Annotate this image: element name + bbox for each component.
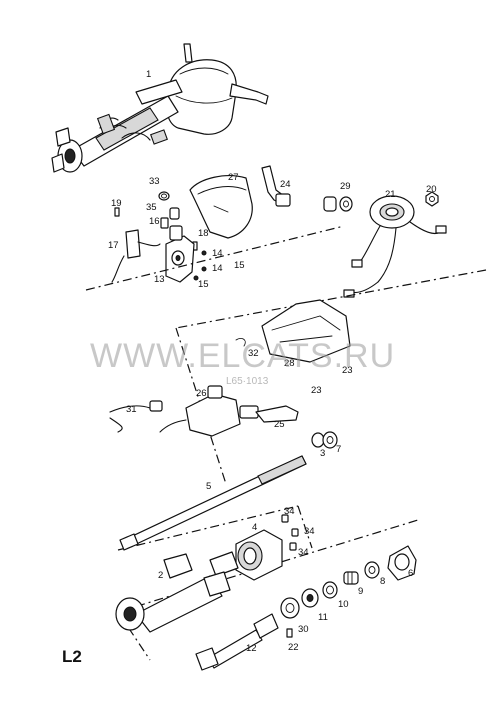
callout-c12: 12 [246, 643, 257, 654]
column-housing[interactable] [235, 514, 299, 581]
watermark-code: L65·1013 [226, 376, 269, 387]
page-code: L2 [62, 647, 82, 666]
universal-joint[interactable] [387, 545, 417, 581]
column-tube[interactable] [115, 551, 239, 633]
callout-c8: 8 [380, 576, 385, 587]
hazard-switch[interactable] [323, 196, 353, 212]
nut[interactable] [425, 191, 439, 207]
callout-c9: 9 [358, 586, 363, 597]
callout-c19: 19 [111, 198, 122, 209]
callout-c11: 11 [318, 612, 328, 623]
callout-c22: 22 [288, 642, 299, 653]
callout-c18: 18 [198, 228, 209, 239]
callout-c3: 3 [320, 448, 325, 459]
callout-c35: 35 [146, 202, 157, 213]
lower-shroud[interactable] [261, 299, 351, 363]
callout-c31: 31 [126, 404, 137, 415]
steering-shaft[interactable] [119, 455, 307, 551]
callout-c20: 20 [426, 184, 437, 195]
ring-30[interactable] [280, 597, 300, 619]
callout-c34c: 34 [298, 547, 309, 558]
wiper-switch-assembly[interactable] [109, 385, 299, 437]
callout-c15a: 15 [234, 260, 245, 271]
guide-line-lower [117, 505, 299, 551]
callout-c23b: 23 [311, 385, 322, 396]
callout-c2: 2 [158, 570, 163, 581]
callout-c30: 30 [298, 624, 309, 635]
callout-c14a: 14 [212, 248, 223, 259]
guide-line-lower-right [297, 505, 313, 549]
upper-shroud[interactable] [189, 175, 253, 239]
callout-c16: 16 [149, 216, 160, 227]
clip-32 [235, 337, 246, 347]
callout-c34b: 34 [304, 526, 315, 537]
callout-c10: 10 [338, 599, 349, 610]
callout-c7: 7 [336, 444, 341, 455]
callout-c26: 26 [196, 388, 207, 399]
callout-c21: 21 [385, 189, 396, 200]
washer-8[interactable] [364, 561, 380, 579]
bearing-rings[interactable] [311, 431, 338, 449]
callout-c32: 32 [248, 348, 259, 359]
lock-housing[interactable] [165, 225, 207, 283]
callout-c15b: 15 [198, 279, 209, 290]
callout-c25: 25 [274, 419, 285, 430]
callout-c27: 27 [228, 172, 239, 183]
callout-c28: 28 [284, 358, 295, 369]
callout-c14b: 14 [212, 263, 223, 274]
ring-10[interactable] [322, 581, 338, 599]
stalk-switch[interactable] [261, 165, 291, 207]
watermark: WWW.ELCATS.RU [90, 337, 395, 375]
callout-c5: 5 [206, 481, 211, 492]
callout-c23a: 23 [342, 365, 353, 376]
callout-c33: 33 [149, 176, 160, 187]
callout-c1: 1 [146, 69, 151, 80]
guide-line-upper [85, 225, 345, 291]
callout-c17: 17 [108, 240, 119, 251]
callout-c4: 4 [252, 522, 257, 533]
clock-spring[interactable] [343, 195, 447, 298]
ignition-lock-parts[interactable] [111, 191, 198, 283]
bush-9[interactable] [343, 571, 359, 585]
callout-c24: 24 [280, 179, 291, 190]
callout-c6: 6 [408, 568, 413, 579]
callout-c13: 13 [154, 274, 165, 285]
guide-line-right [175, 269, 487, 329]
steering-column-assembly[interactable] [51, 43, 269, 173]
ring-11[interactable] [301, 588, 319, 608]
callout-c29: 29 [340, 181, 351, 192]
callout-c34a: 34 [284, 506, 295, 517]
intermediate-shaft[interactable] [195, 613, 293, 671]
